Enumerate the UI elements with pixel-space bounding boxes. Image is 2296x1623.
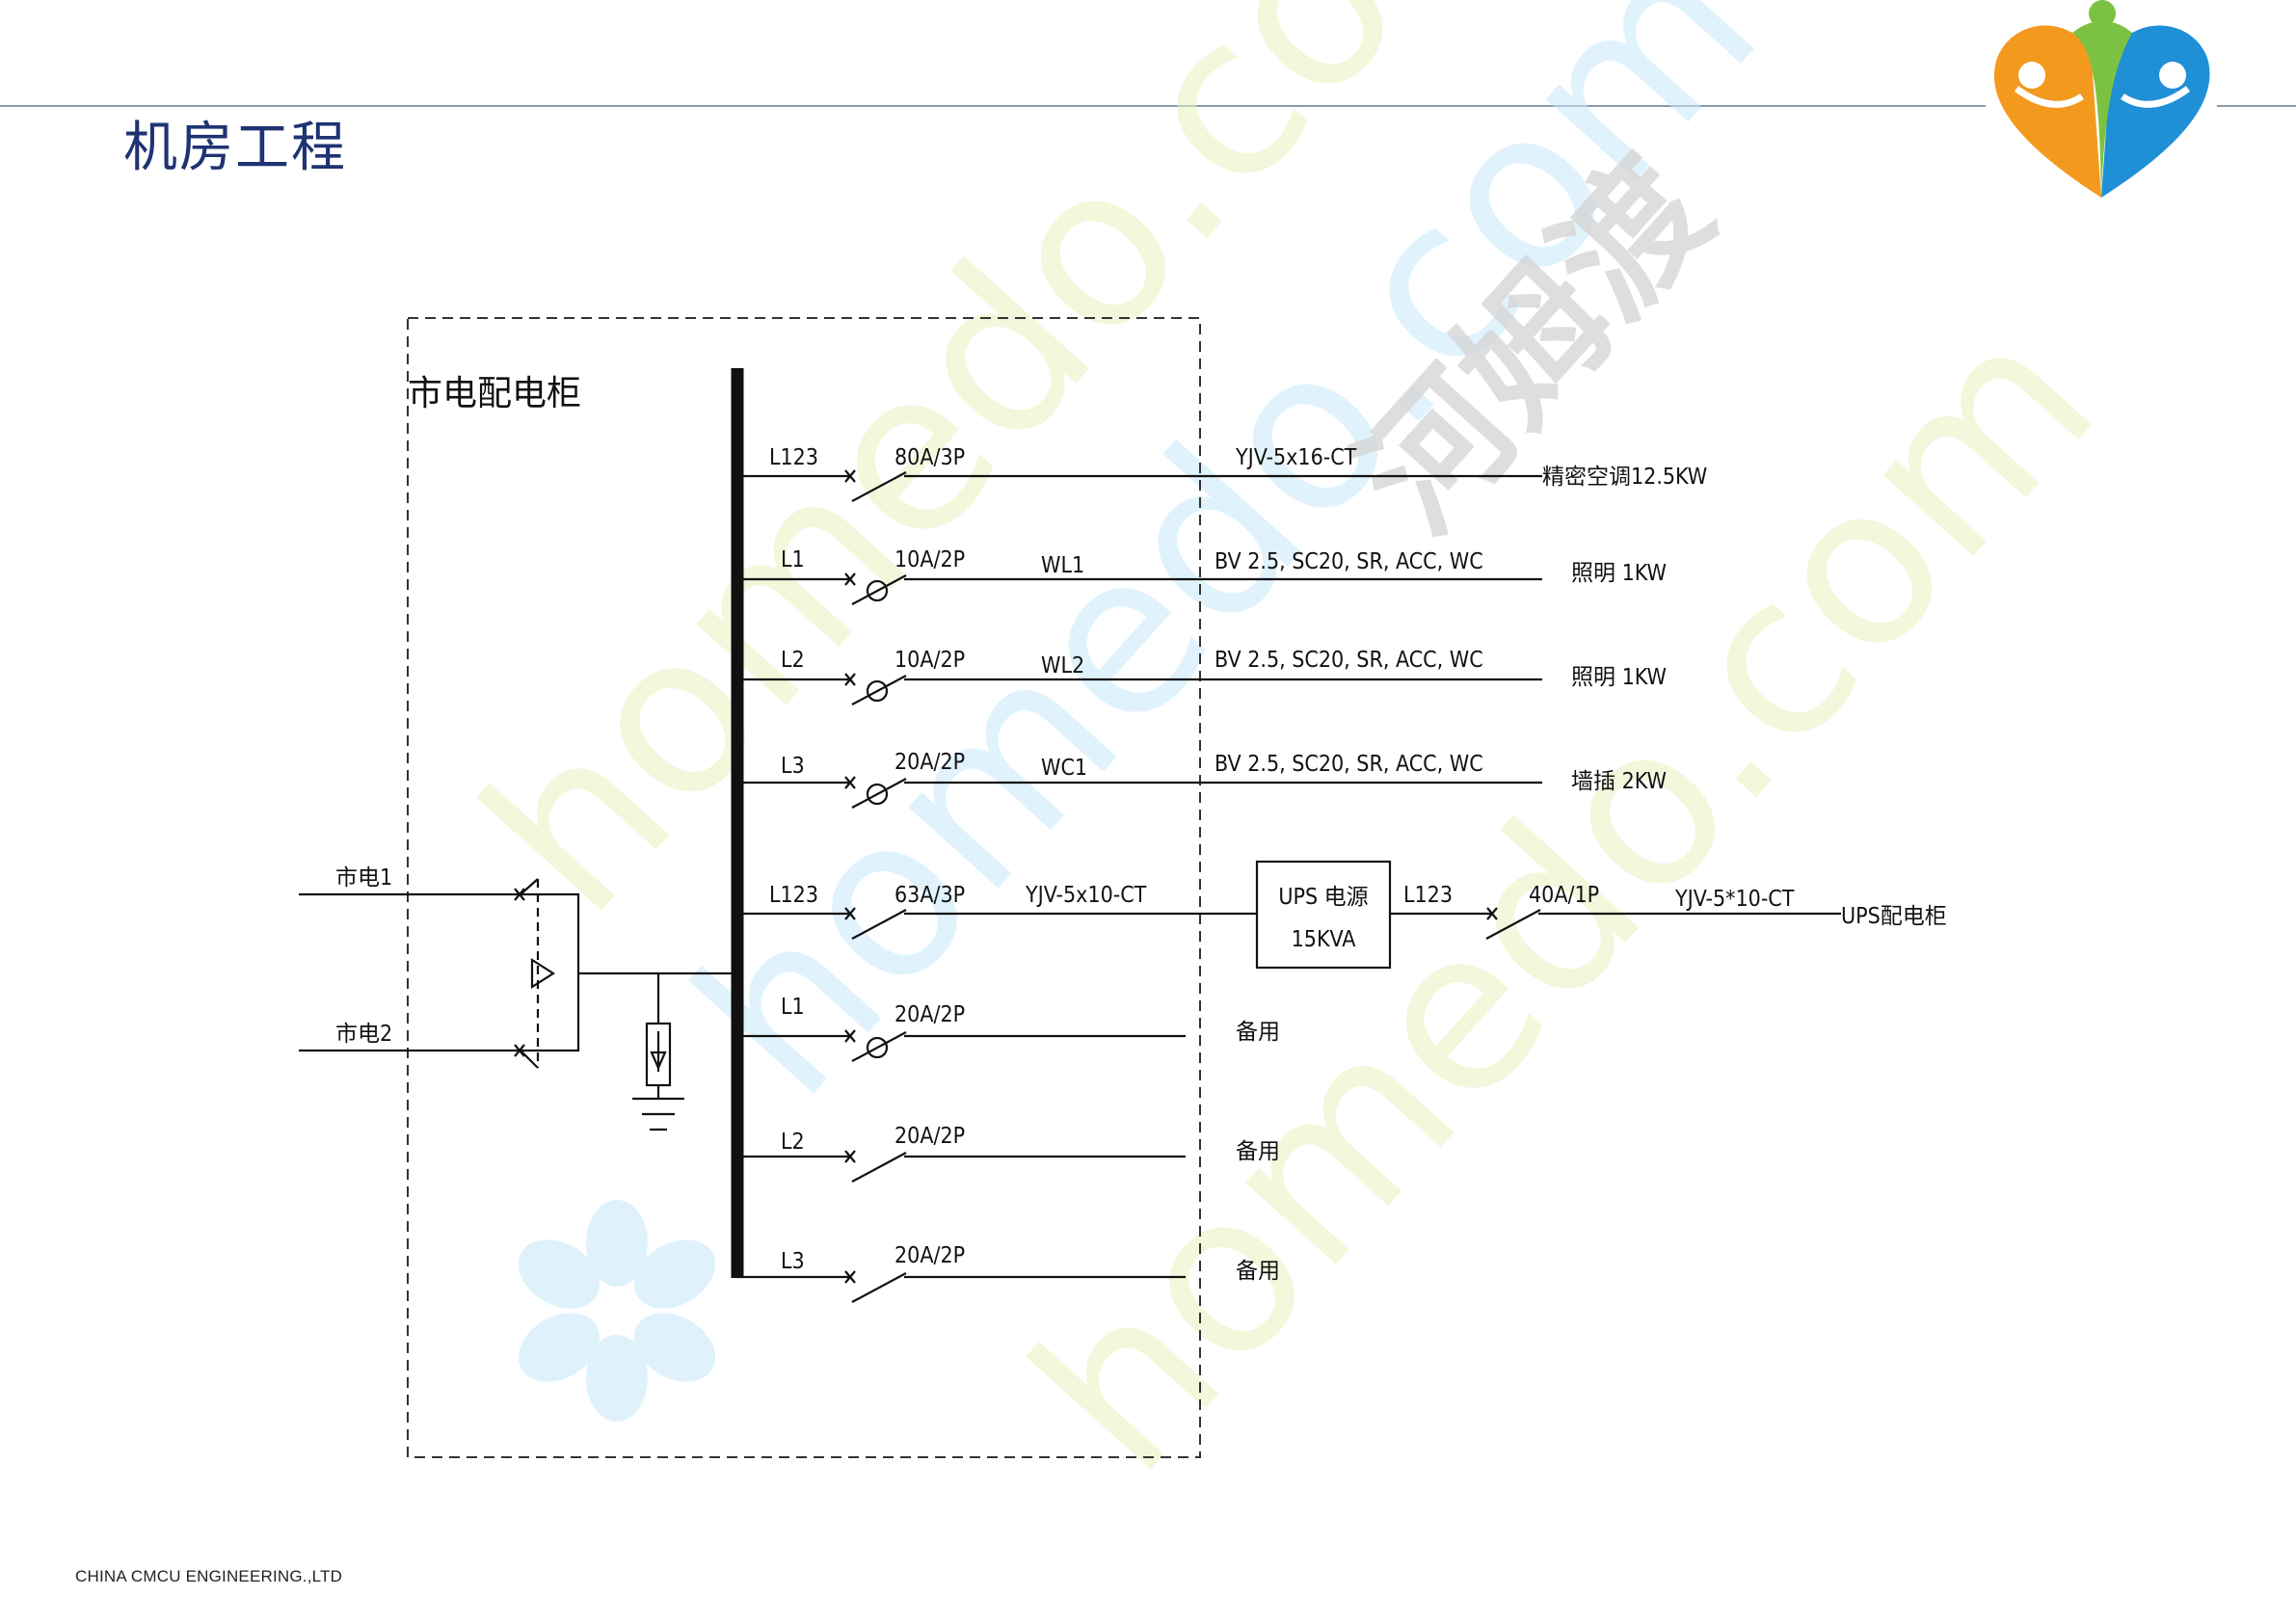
circuit-load-4: 墙插 2KW [1571, 769, 1667, 794]
flower-watermark-icon [518, 1200, 716, 1422]
circuit-load-2: 照明 1KW [1571, 561, 1667, 586]
circuit-load-8: 备用 [1236, 1259, 1280, 1284]
ups-out-load: UPS配电柜 [1841, 904, 1947, 929]
circuit-cable-5: YJV-5x10-CT [1025, 883, 1147, 908]
circuit-cable-1: YJV-5x16-CT [1235, 445, 1357, 470]
cabinet-label: 市电配电柜 [408, 374, 581, 413]
circuit-row-5: L123 63A/3P YJV-5x10-CT UPS 电源 15KVA L12… [737, 860, 1947, 970]
circuit-cable-4: BV 2.5, SC20, SR, ACC, WC [1215, 752, 1483, 777]
ups-out-phase: L123 [1403, 883, 1453, 908]
circuit-breaker-7: 20A/2P [894, 1124, 965, 1149]
circuit-phase-1: L123 [769, 445, 818, 470]
ups-out-breaker: 40A/1P [1529, 883, 1599, 908]
circuit-phase-2: L1 [781, 547, 805, 572]
circuit-wl-3: WL2 [1041, 653, 1084, 678]
circuit-breaker-3: 10A/2P [894, 648, 965, 673]
circuit-row-6: L1 20A/2P 备用 [737, 995, 1280, 1062]
circuit-row-4: L3 20A/2P WC1 BV 2.5, SC20, SR, ACC, WC … [737, 750, 1667, 809]
circuit-phase-3: L2 [781, 648, 805, 673]
circuit-phase-8: L3 [781, 1249, 805, 1274]
ups-label: UPS 电源 [1278, 885, 1368, 910]
circuit-row-2: L1 10A/2P WL1 BV 2.5, SC20, SR, ACC, WC … [737, 547, 1667, 605]
page-title: 机房工程 [123, 117, 347, 179]
circuit-cable-3: BV 2.5, SC20, SR, ACC, WC [1215, 648, 1483, 673]
circuit-load-3: 照明 1KW [1571, 665, 1667, 690]
input-label-1: 市电1 [335, 865, 392, 891]
circuit-breaker-8: 20A/2P [894, 1243, 965, 1268]
company-logo-icon [1993, 0, 2210, 199]
input-label-2: 市电2 [335, 1022, 392, 1047]
footer-company: CHINA CMCU ENGINEERING.,LTD [75, 1567, 343, 1585]
circuit-load-7: 备用 [1236, 1139, 1280, 1164]
circuit-row-8: L3 20A/2P 备用 [737, 1243, 1280, 1303]
circuit-breaker-2: 10A/2P [894, 547, 965, 572]
circuit-phase-7: L2 [781, 1130, 805, 1155]
circuit-cable-2: BV 2.5, SC20, SR, ACC, WC [1215, 549, 1483, 574]
circuit-phase-4: L3 [781, 754, 805, 779]
ups-rating: 15KVA [1292, 927, 1356, 952]
circuit-breaker-5: 63A/3P [894, 883, 965, 908]
circuit-row-7: L2 20A/2P 备用 [737, 1124, 1280, 1183]
circuit-breaker-1: 80A/3P [894, 445, 965, 470]
circuit-breaker-6: 20A/2P [894, 1002, 965, 1027]
circuit-phase-6: L1 [781, 995, 805, 1020]
cabinet-boundary [407, 317, 1201, 1458]
circuit-breaker-4: 20A/2P [894, 750, 965, 775]
circuit-wl-4: WC1 [1041, 756, 1087, 781]
ups-out-cable: YJV-5*10-CT [1674, 887, 1795, 912]
circuit-load-6: 备用 [1236, 1020, 1280, 1045]
circuit-wl-2: WL1 [1041, 553, 1084, 578]
circuit-row-1: L123 80A/3P YJV-5x16-CT 精密空调12.5KW [737, 445, 1707, 502]
circuit-row-3: L2 10A/2P WL2 BV 2.5, SC20, SR, ACC, WC … [737, 648, 1667, 705]
circuit-phase-5: L123 [769, 883, 818, 908]
single-line-diagram: 市电配电柜 市电1 市电2 [299, 317, 1947, 1458]
ats-switch: 市电1 市电2 [299, 865, 737, 1131]
circuit-load-1: 精密空调12.5KW [1542, 465, 1707, 490]
